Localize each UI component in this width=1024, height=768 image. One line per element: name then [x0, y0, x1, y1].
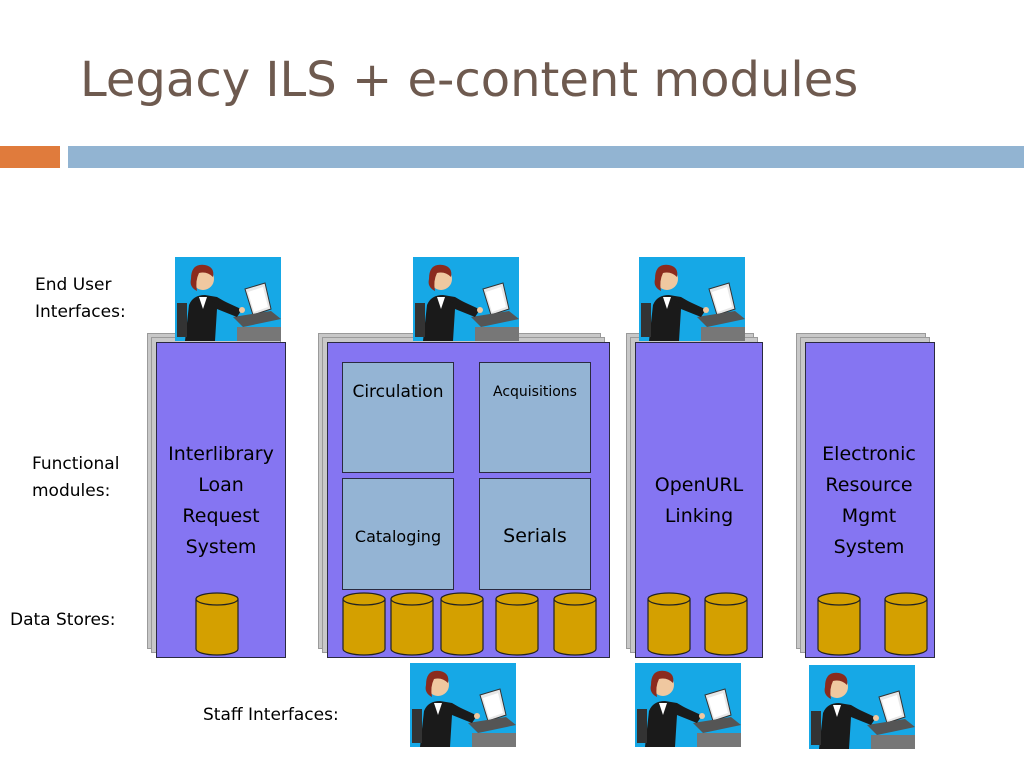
accent-bar-blue	[68, 146, 1024, 168]
ill-module-label: Interlibrary Loan Request System	[168, 443, 274, 558]
database-icon	[389, 591, 435, 657]
database-icon	[194, 591, 240, 657]
staff-user-computer-icon	[809, 665, 915, 749]
database-icon	[439, 591, 485, 657]
database-icon	[646, 591, 692, 657]
end-user-interfaces-label: End User Interfaces:	[35, 275, 126, 322]
data-stores-label: Data Stores:	[10, 610, 116, 630]
database-icon	[816, 591, 862, 657]
cataloging-submodule: Cataloging	[342, 478, 454, 590]
end-user-computer-icon	[413, 257, 519, 341]
serials-submodule: Serials	[479, 478, 591, 590]
functional-modules-label: Functional modules:	[32, 454, 120, 501]
circulation-submodule: Circulation	[342, 362, 454, 473]
staff-interfaces-label: Staff Interfaces:	[203, 705, 339, 725]
slide-title: Legacy ILS + e-content modules	[80, 52, 859, 108]
database-icon	[552, 591, 598, 657]
accent-bar-orange	[0, 146, 60, 168]
database-icon	[703, 591, 749, 657]
staff-user-computer-icon	[635, 663, 741, 747]
database-icon	[341, 591, 387, 657]
database-icon	[883, 591, 929, 657]
database-icon	[494, 591, 540, 657]
erm-module-label: Electronic Resource Mgmt System	[822, 443, 916, 558]
acquisitions-submodule: Acquisitions	[479, 362, 591, 473]
ill-module: Interlibrary Loan Request System	[147, 333, 287, 659]
openurl-module-label: OpenURL Linking	[654, 474, 744, 527]
end-user-computer-icon	[639, 257, 745, 341]
end-user-computer-icon	[175, 257, 281, 341]
staff-user-computer-icon	[410, 663, 516, 747]
